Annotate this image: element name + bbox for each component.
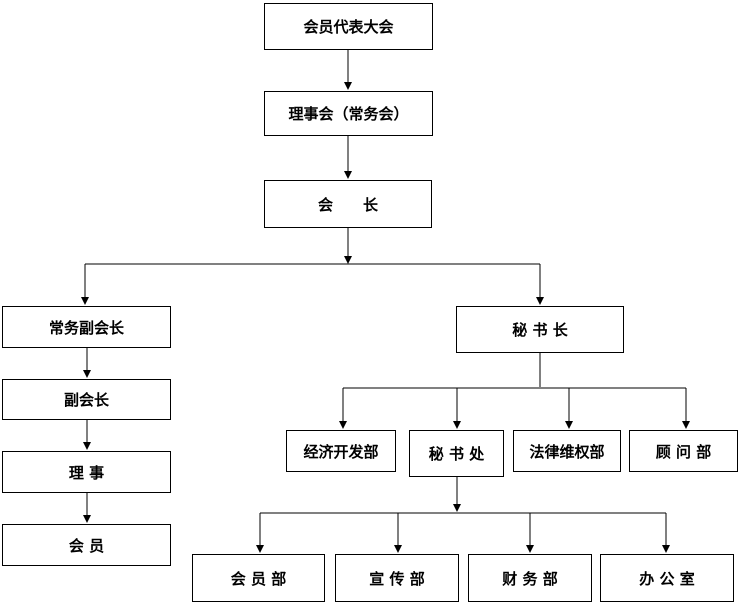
node-council: 理事会（常务会） (264, 91, 433, 136)
node-president: 会 长 (264, 180, 432, 228)
node-office: 办 公 室 (600, 554, 734, 602)
node-vice-president: 副会长 (2, 379, 171, 420)
node-econ-dev-dept: 经济开发部 (286, 430, 396, 472)
node-director: 理 事 (2, 451, 171, 493)
node-member: 会 员 (2, 524, 171, 566)
node-finance-dept: 财 务 部 (468, 554, 592, 602)
node-advisory-dept: 顾 问 部 (629, 430, 738, 472)
node-publicity-dept: 宣 传 部 (335, 554, 459, 602)
node-membership-dept: 会 员 部 (192, 554, 325, 602)
node-exec-vice-president: 常务副会长 (2, 306, 171, 348)
node-secretary-general: 秘 书 长 (456, 306, 624, 353)
node-legal-rights-dept: 法律维权部 (513, 430, 621, 472)
node-secretariat: 秘 书 处 (409, 430, 504, 477)
node-general-assembly: 会员代表大会 (264, 3, 433, 50)
